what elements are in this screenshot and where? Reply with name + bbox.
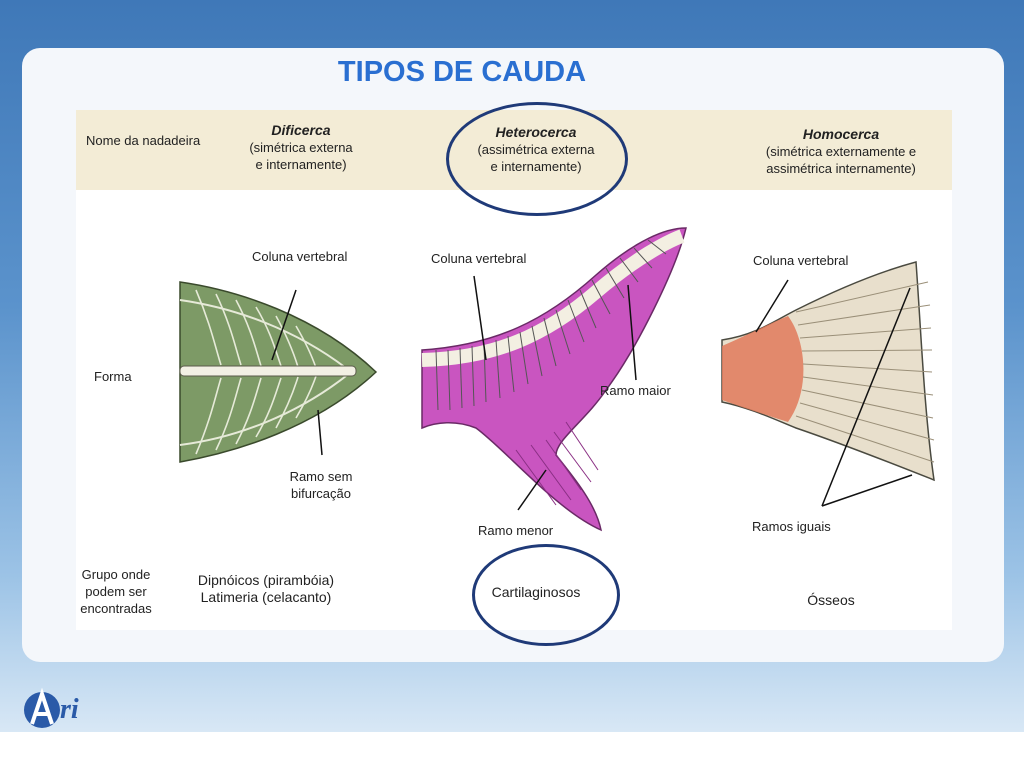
homocercal-header: Homocerca (simétrica externamente e assi…: [736, 126, 946, 177]
svg-text:ri: ri: [60, 694, 79, 725]
row-label-group: Grupo onde podem ser encontradas: [76, 566, 156, 617]
label-ramo-menor: Ramo menor: [478, 523, 554, 538]
group-diphycercal-2: Latimeria (celacanto): [200, 589, 332, 605]
row-label-text: Nome da nadadeira: [86, 133, 201, 148]
ari-logo: ri: [24, 687, 79, 728]
diphycercal-name: Dificerca: [271, 122, 331, 138]
group-diphycercal-1: Dipnóicos (pirambóia): [197, 572, 335, 588]
homocercal-tail-drawing: [721, 261, 935, 507]
heterocercal-tail-drawing: [421, 227, 687, 532]
label-ramos-iguais: Ramos iguais: [752, 519, 831, 534]
tail-illustrations: [179, 227, 935, 532]
label-ramo-sem: Ramo sem bifurcação: [281, 468, 361, 502]
highlight-ring-cartilaginous: [472, 544, 620, 646]
label-spine-1: Coluna vertebral: [252, 249, 348, 264]
homocercal-desc-2: assimétrica internamente): [766, 161, 916, 176]
homocercal-desc-1: (simétrica externamente e: [765, 144, 917, 159]
label-ramo-sem-1: Ramo sem: [289, 469, 353, 484]
group-label-1: Grupo onde: [81, 567, 151, 582]
group-label-3: encontradas: [80, 601, 152, 616]
diphycercal-desc-1: (simétrica externa: [249, 140, 353, 155]
homocercal-name: Homocerca: [802, 126, 880, 142]
label-ramo-maior: Ramo maior: [600, 383, 671, 398]
footer-bar: [0, 732, 1024, 768]
slide-title: TIPOS DE CAUDA: [337, 56, 587, 88]
diphycercal-header: Dificerca (simétrica externa e intername…: [206, 122, 396, 173]
row-label-form: Forma: [94, 369, 132, 384]
row-label-name: Nome da nadadeira: [86, 132, 200, 149]
label-ramo-sem-2: bifurcação: [291, 486, 351, 501]
diphycercal-desc-2: e internamente): [255, 157, 347, 172]
label-spine-3: Coluna vertebral: [753, 253, 849, 268]
label-spine-2: Coluna vertebral: [431, 251, 527, 266]
group-label-2: podem ser: [85, 584, 147, 599]
diphycercal-tail-drawing: [179, 281, 378, 463]
highlight-ring-heterocercal: [446, 102, 628, 216]
group-diphycercal: Dipnóicos (pirambóia) Latimeria (celacan…: [186, 572, 346, 606]
group-homocercal: Ósseos: [807, 592, 855, 608]
